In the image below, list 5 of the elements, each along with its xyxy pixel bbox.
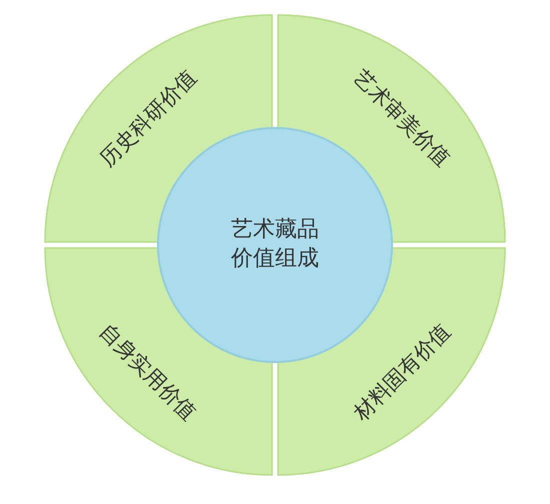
segment-label: 材料固有价值 [348, 318, 456, 426]
segment-label: 自身实用价值 [94, 318, 202, 426]
segment-label: 历史科研价值 [94, 64, 202, 172]
center-label: 艺术藏品价值组成 [230, 216, 320, 273]
segment-label: 艺术审美价值 [348, 64, 456, 172]
